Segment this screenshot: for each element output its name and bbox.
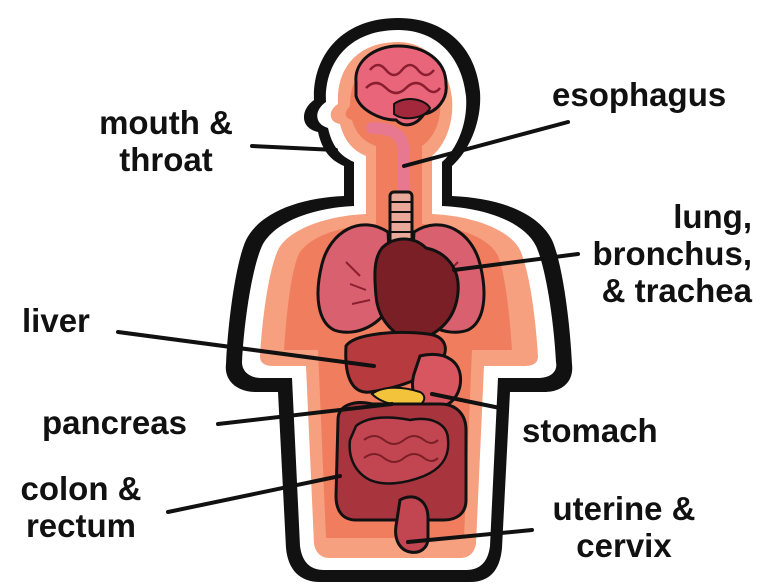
- label-colon-line1: colon &: [6, 470, 156, 507]
- label-lung: lung, bronchus, & trachea: [560, 198, 752, 309]
- label-pancreas: pancreas: [42, 404, 187, 441]
- label-mouth-throat-line2: throat: [86, 141, 246, 178]
- label-liver-text: liver: [22, 302, 90, 339]
- label-esophagus-text: esophagus: [552, 76, 726, 113]
- label-uterine-line1: uterine &: [540, 490, 708, 527]
- label-stomach: stomach: [522, 412, 658, 449]
- label-colon: colon & rectum: [6, 470, 156, 544]
- label-uterine: uterine & cervix: [540, 490, 708, 564]
- label-mouth-throat: mouth & throat: [86, 104, 246, 178]
- label-pancreas-text: pancreas: [42, 404, 187, 441]
- uterus-icon: [396, 497, 428, 552]
- label-liver: liver: [22, 302, 90, 339]
- label-esophagus: esophagus: [552, 76, 726, 113]
- label-lung-line1: lung,: [560, 198, 752, 235]
- label-lung-line2: bronchus,: [560, 235, 752, 272]
- label-lung-line3: & trachea: [560, 272, 752, 309]
- label-colon-line2: rectum: [6, 507, 156, 544]
- label-stomach-text: stomach: [522, 412, 658, 449]
- label-uterine-line2: cervix: [540, 527, 708, 564]
- label-mouth-throat-line1: mouth &: [86, 104, 246, 141]
